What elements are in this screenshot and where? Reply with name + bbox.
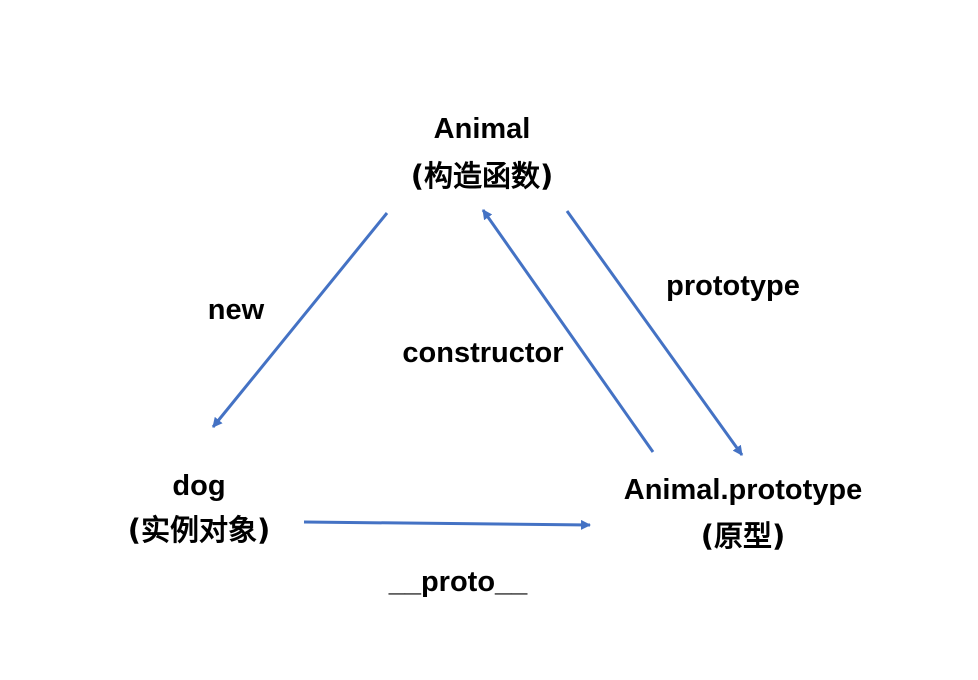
constructor-edge-label: constructor [402,337,564,369]
prototype-arrow [565,210,744,456]
proto-edge-label: __proto__ [388,566,528,598]
new-arrow [211,212,389,428]
proto-arrow [303,519,591,530]
dog-node-desc: (实例对象) [127,513,271,547]
prototype-edge-label: prototype [666,270,800,302]
prototype-node-desc: (原型) [700,519,786,553]
animal-node-name: Animal [433,113,531,145]
constructor-arrow [481,209,655,453]
prototype-node-name: Animal.prototype [623,474,863,506]
dog-node-name: dog [172,470,226,502]
new-edge-label: new [207,294,265,326]
animal-node-desc: (构造函数) [410,159,554,193]
